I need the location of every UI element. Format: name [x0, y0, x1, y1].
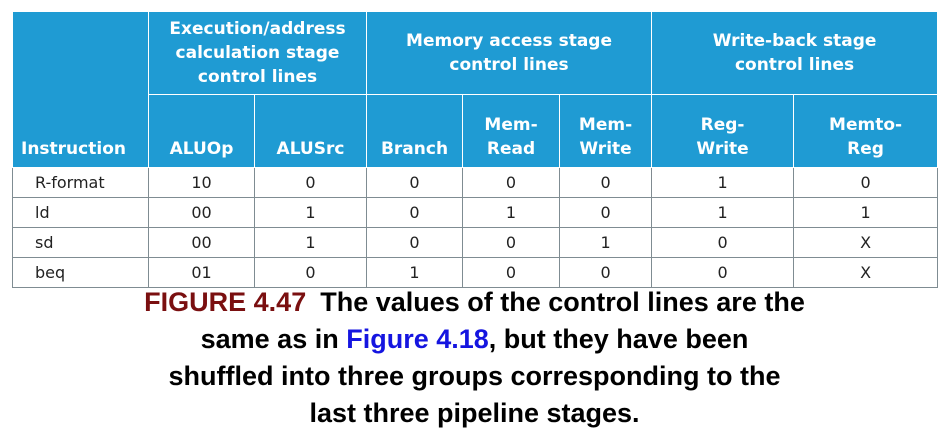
value-cell: 00 [148, 227, 255, 258]
instruction-cell: ld [12, 197, 149, 228]
value-cell: 0 [559, 167, 653, 198]
instruction-cell: beq [12, 257, 149, 288]
value-cell: X [793, 257, 939, 288]
writeback-stage-header: Write-back stage control lines [651, 12, 939, 95]
value-cell: 0 [366, 197, 464, 228]
table-row: ld 00 1 0 1 0 1 1 [12, 197, 939, 228]
value-cell: 0 [462, 257, 561, 288]
instruction-header: Instruction [12, 12, 149, 168]
value-cell: 0 [559, 257, 653, 288]
value-cell: 0 [366, 167, 464, 198]
value-cell: 1 [559, 227, 653, 258]
caption-line-4: last three pipeline stages. [309, 398, 640, 428]
value-cell: 1 [253, 227, 368, 258]
figure-reference-link[interactable]: Figure 4.18 [346, 324, 489, 354]
value-cell: X [793, 227, 939, 258]
table-row: beq 01 0 1 0 0 0 X [12, 257, 939, 288]
value-cell: 1 [793, 197, 939, 228]
value-cell: 0 [253, 167, 368, 198]
execution-stage-header: Execution/address calculation stage cont… [147, 12, 368, 95]
instruction-cell: sd [12, 227, 149, 258]
value-cell: 1 [462, 197, 561, 228]
memread-header: Mem-Read [462, 94, 561, 168]
value-cell: 00 [148, 197, 255, 228]
caption-line-2: same as in Figure 4.18, but they have be… [200, 324, 749, 354]
value-cell: 01 [148, 257, 255, 288]
table-row: R-format 10 0 0 0 0 1 0 [12, 167, 939, 198]
control-lines-table-container: Instruction Execution/address calculatio… [12, 12, 939, 288]
value-cell: 0 [366, 227, 464, 258]
regwrite-header: Reg-Write [651, 94, 795, 168]
value-cell: 1 [651, 167, 795, 198]
value-cell: 0 [651, 227, 795, 258]
table-row: sd 00 1 0 0 1 0 X [12, 227, 939, 258]
value-cell: 0 [462, 167, 561, 198]
value-cell: 1 [253, 197, 368, 228]
alusrc-header: ALUSrc [253, 94, 368, 168]
value-cell: 0 [462, 227, 561, 258]
memwrite-header: Mem-Write [559, 94, 653, 168]
aluop-header: ALUOp [148, 94, 255, 168]
figure-label: FIGURE 4.47 [144, 287, 307, 317]
value-cell: 1 [651, 197, 795, 228]
control-lines-table: Instruction Execution/address calculatio… [12, 12, 939, 288]
memory-stage-header: Memory access stage control lines [366, 12, 653, 95]
memtoreg-header: Memto-Reg [793, 94, 939, 168]
value-cell: 0 [793, 167, 939, 198]
value-cell: 0 [253, 257, 368, 288]
value-cell: 0 [559, 197, 653, 228]
caption-line-3: shuffled into three groups corresponding… [168, 361, 781, 391]
instruction-cell: R-format [12, 167, 149, 198]
branch-header: Branch [366, 94, 464, 168]
value-cell: 10 [148, 167, 255, 198]
value-cell: 0 [651, 257, 795, 288]
value-cell: 1 [366, 257, 464, 288]
